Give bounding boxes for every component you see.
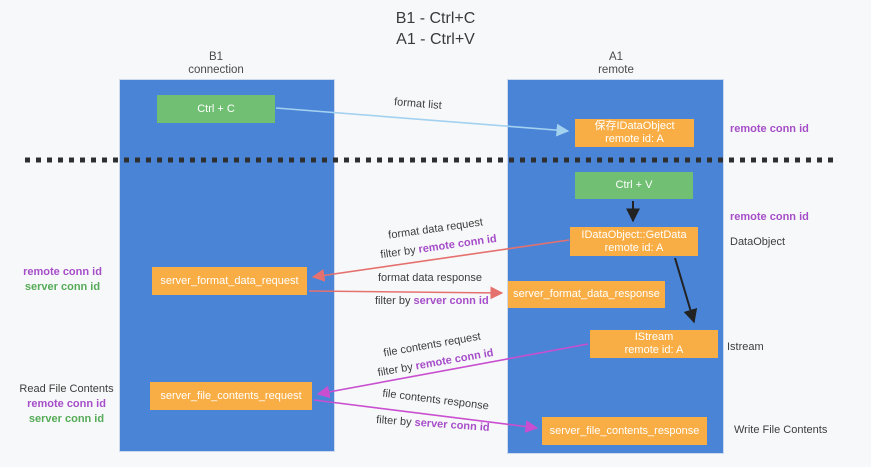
- server-conn-id-text: server conn id: [413, 295, 489, 307]
- remote-conn-id-label-right-2: remote conn id: [730, 211, 809, 223]
- server-conn-id-label-left-2: server conn id: [28, 413, 105, 425]
- server-format-data-response-label: server_format_data_response: [513, 288, 660, 300]
- server-conn-id-label-left: server conn id: [24, 281, 101, 293]
- filter-by-text: filter by: [379, 244, 417, 262]
- server-file-contents-request-label: server_file_contents_request: [160, 389, 302, 402]
- format-list-label: format list: [393, 96, 443, 112]
- lane-header-a1: A1 remote: [556, 51, 676, 77]
- getdata-line2: remote id: A: [604, 241, 664, 254]
- ctrl-c-node: Ctrl + C: [157, 95, 275, 123]
- server-format-data-request-node: server_format_data_request: [152, 267, 307, 295]
- lane-a1-role: remote: [598, 64, 634, 76]
- ctrl-v-node: Ctrl + V: [575, 172, 693, 199]
- filter-by-text: filter by: [376, 361, 414, 380]
- lane-header-b1: B1 connection: [156, 51, 276, 77]
- remote-conn-id-label-right-1: remote conn id: [730, 123, 809, 135]
- diagram-title: B1 - Ctrl+C A1 - Ctrl+V: [0, 8, 871, 50]
- left-conn-ids-block: remote conn id server conn id: [15, 265, 110, 295]
- title-line-2: A1 - Ctrl+V: [396, 31, 475, 48]
- istream-side-label: Istream: [727, 341, 764, 353]
- lane-a1-name: A1: [608, 51, 624, 63]
- getdata-line1: IDataObject::GetData: [581, 228, 687, 241]
- save-dataobject-line2: remote id: A: [605, 133, 664, 145]
- format-data-response-label: format data response: [378, 272, 482, 284]
- format-data-response-arrow: [308, 286, 504, 300]
- server-file-contents-response-node: server_file_contents_response: [542, 417, 707, 445]
- server-format-data-response-node: server_format_data_response: [508, 281, 665, 308]
- remote-conn-id-label-left: remote conn id: [23, 266, 102, 278]
- lane-b1-role: connection: [188, 64, 244, 76]
- istream-node: IStream remote id: A: [590, 330, 718, 358]
- istream-line1: IStream: [634, 331, 674, 343]
- read-file-contents-block: Read File Contents remote conn id server…: [14, 382, 119, 427]
- title-line-1: B1 - Ctrl+C: [395, 10, 476, 27]
- lane-b1-name: B1: [208, 51, 224, 63]
- remote-conn-id-label-left-2: remote conn id: [27, 398, 106, 410]
- save-dataobject-line1: 保存IDataObject: [594, 120, 675, 132]
- server-format-data-request-label: server_format_data_request: [160, 274, 299, 287]
- write-file-contents-label: Write File Contents: [734, 424, 828, 436]
- ctrl-v-label: Ctrl + V: [615, 179, 653, 191]
- file-contents-response-label: file contents response: [381, 387, 490, 413]
- read-file-contents-label: Read File Contents: [19, 383, 114, 395]
- filter-by-text: filter by: [375, 295, 411, 307]
- istream-line2: remote id: A: [624, 344, 684, 356]
- server-conn-id-text: server conn id: [414, 416, 490, 434]
- filter-by-text: filter by: [375, 414, 412, 429]
- save-dataobject-node: 保存IDataObject remote id: A: [575, 119, 694, 147]
- dataobject-label: DataObject: [730, 236, 786, 248]
- server-file-contents-response-label: server_file_contents_response: [549, 424, 700, 437]
- server-file-contents-request-node: server_file_contents_request: [150, 382, 312, 410]
- ctrl-c-label: Ctrl + C: [197, 102, 235, 115]
- getdata-node: IDataObject::GetData remote id: A: [570, 227, 698, 256]
